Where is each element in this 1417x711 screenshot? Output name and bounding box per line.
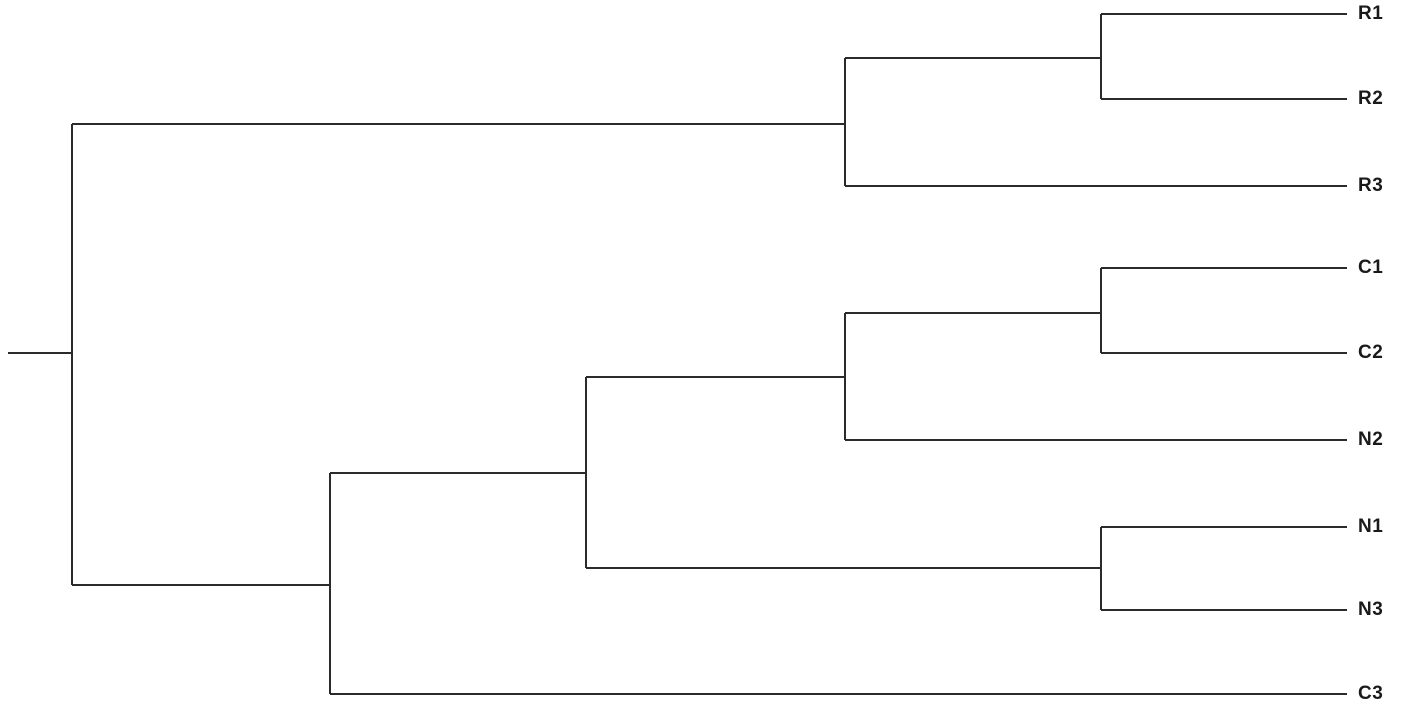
dendrogram-branches xyxy=(8,14,1103,694)
leaf-label-n1: N1 xyxy=(1358,516,1383,537)
leaf-label-r2: R2 xyxy=(1358,88,1383,109)
leaf-label-c1: C1 xyxy=(1358,257,1383,278)
leaf-label-c3: C3 xyxy=(1358,683,1383,704)
leaf-label-c2: C2 xyxy=(1358,342,1383,363)
leaf-label-n2: N2 xyxy=(1358,429,1383,450)
dendrogram-leaf-lines xyxy=(330,12,1347,696)
leaf-label-r1: R1 xyxy=(1358,3,1383,24)
leaf-label-r3: R3 xyxy=(1358,175,1383,196)
leaf-label-n3: N3 xyxy=(1358,599,1383,620)
